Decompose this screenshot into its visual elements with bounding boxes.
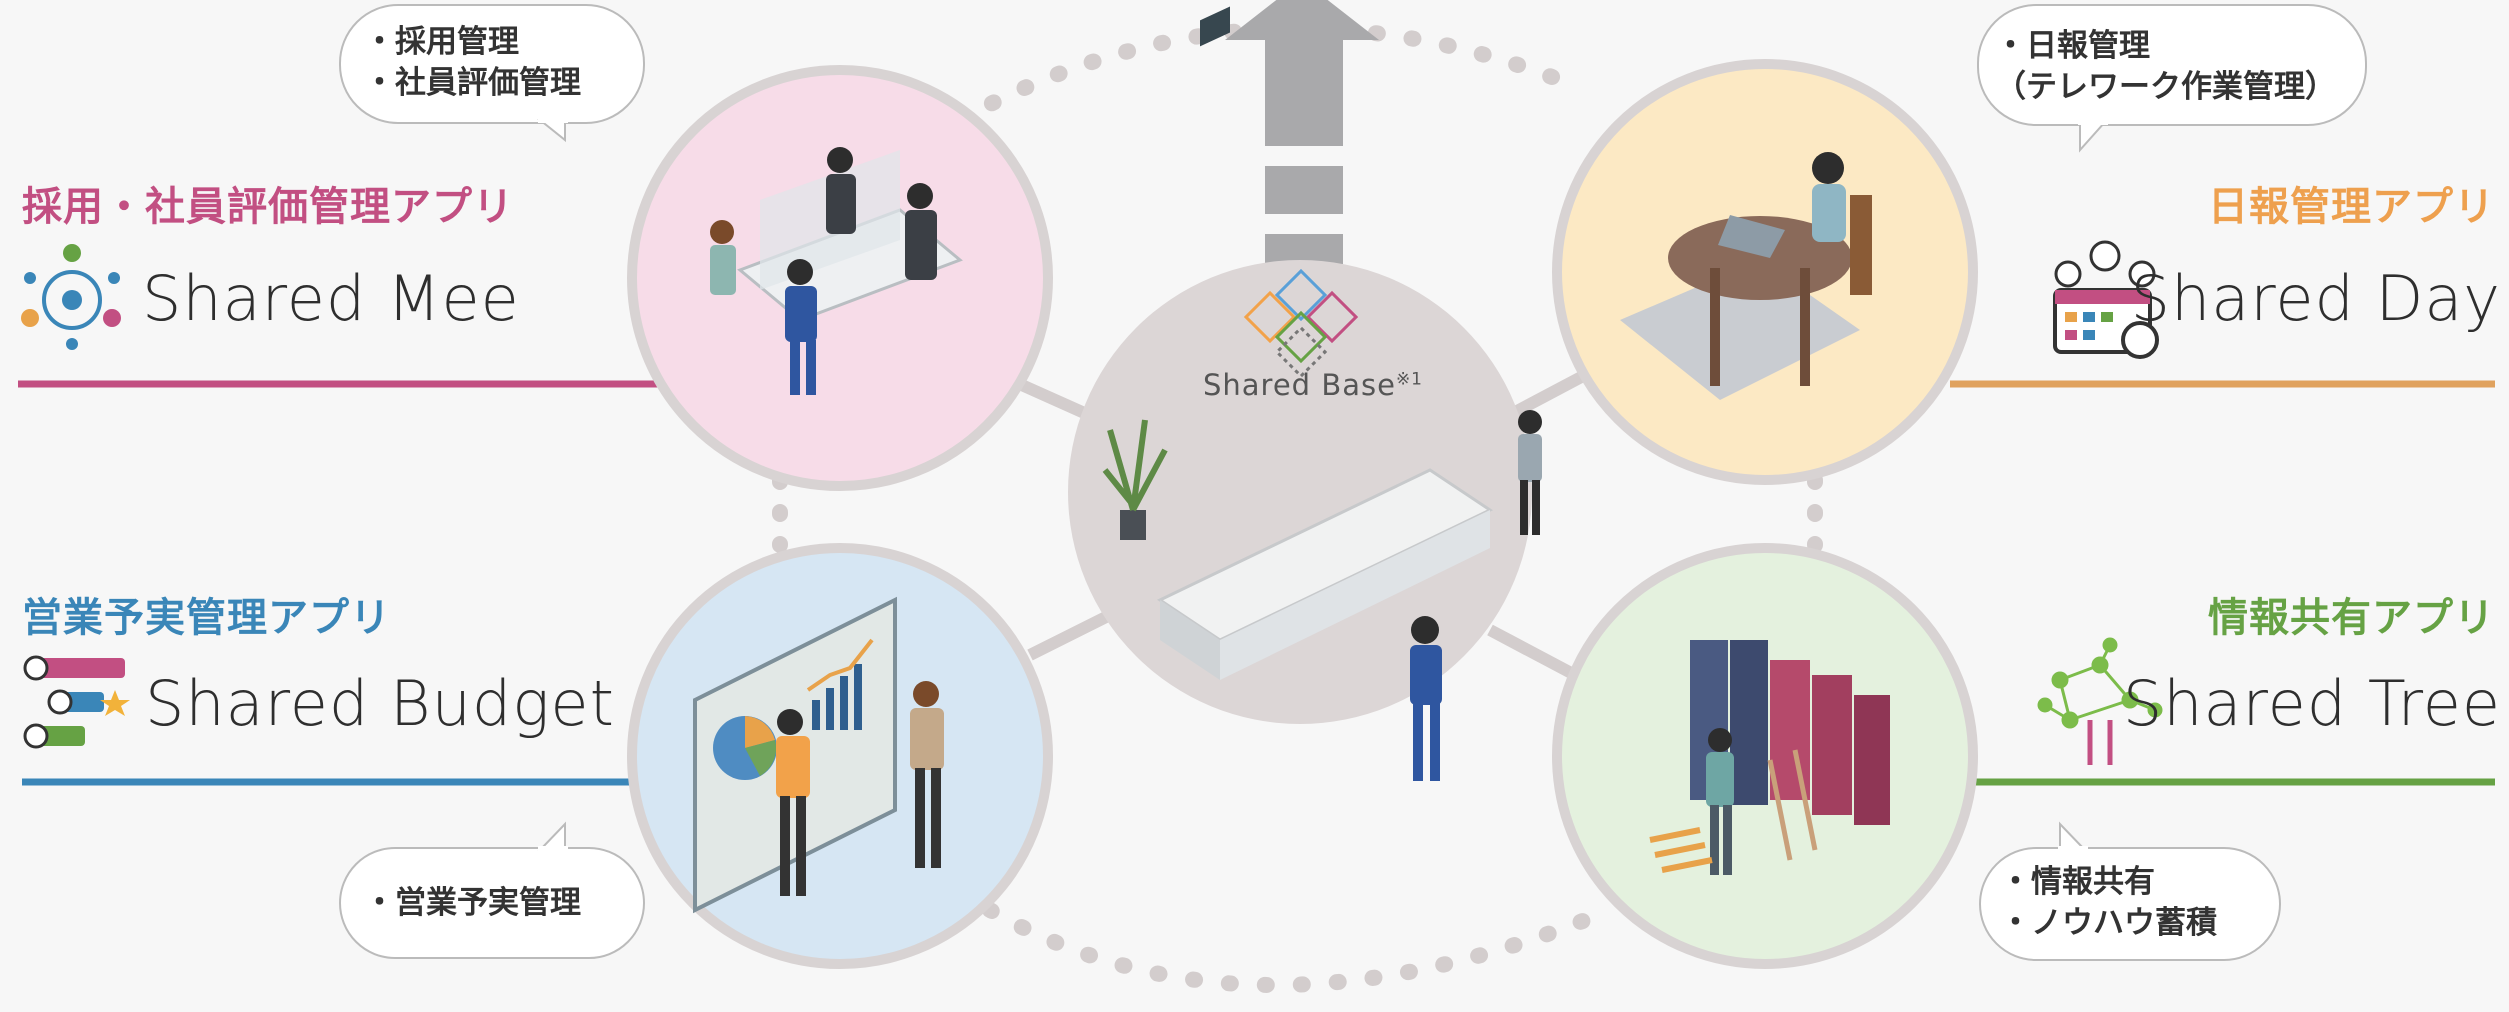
dotted-orbit-top xyxy=(952,20,1568,128)
bubble-text-mee: ・採用管理 ・社員評価管理 xyxy=(364,22,581,104)
tree-network-icon xyxy=(2037,637,2163,765)
books-illustration xyxy=(1649,640,1890,875)
bubble-mee-line-2: ・社員評価管理 xyxy=(364,65,581,101)
bubble-day xyxy=(1977,4,2367,153)
app-name-mee: Shared Mee xyxy=(142,262,520,335)
bubble-text-budget: ・営業予実管理 xyxy=(364,883,581,924)
bubble-tree-line-1: ・情報共有 xyxy=(2000,864,2155,900)
category-budget: 営業予実管理アプリ xyxy=(22,595,391,641)
calendar-people-icon xyxy=(2053,240,2159,359)
center-base-label: Shared Base※1 xyxy=(1203,368,1423,402)
up-arrow xyxy=(1225,0,1379,264)
budget-bars-icon xyxy=(23,655,130,749)
bubble-budget xyxy=(339,821,645,959)
app-name-budget: Shared Budget xyxy=(145,667,615,740)
bubble-mee xyxy=(339,4,645,143)
connector-budget xyxy=(1027,609,1113,661)
office-illustration xyxy=(1102,6,1542,781)
category-tree: 情報共有アプリ xyxy=(2208,595,2495,641)
meeting-illustration xyxy=(710,147,963,395)
bubble-text-tree: ・情報共有 ・ノウハウ蓄積 xyxy=(2000,862,2217,944)
bubble-mee-line-1: ・採用管理 xyxy=(364,24,519,60)
sales-illustration xyxy=(693,596,944,914)
people-network-icon xyxy=(21,244,121,350)
category-mee: 採用・社員評価管理アプリ xyxy=(22,184,514,230)
app-name-day: Shared Day xyxy=(2130,262,2501,335)
bubble-day-line-1: ・日報管理 xyxy=(1995,28,2150,64)
base-logo-icon xyxy=(1243,268,1359,379)
dotted-orbit-bottom xyxy=(982,902,1618,993)
app-name-tree: Shared Tree xyxy=(2122,667,2501,740)
center-base-name: Shared Base xyxy=(1203,368,1396,402)
bubble-budget-line-1: ・営業予実管理 xyxy=(364,885,581,921)
bubble-tree-line-2: ・ノウハウ蓄積 xyxy=(2000,905,2217,941)
center-base-note: ※1 xyxy=(1395,369,1423,390)
bubble-tree xyxy=(1979,821,2281,961)
bubble-text-day: ・日報管理 （テレワーク作業管理） xyxy=(1995,26,2336,108)
telework-illustration xyxy=(1620,152,1872,400)
category-day: 日報管理アプリ xyxy=(2208,184,2495,230)
bubble-day-line-2: （テレワーク作業管理） xyxy=(1995,69,2336,105)
connector-tree xyxy=(1487,624,1578,681)
